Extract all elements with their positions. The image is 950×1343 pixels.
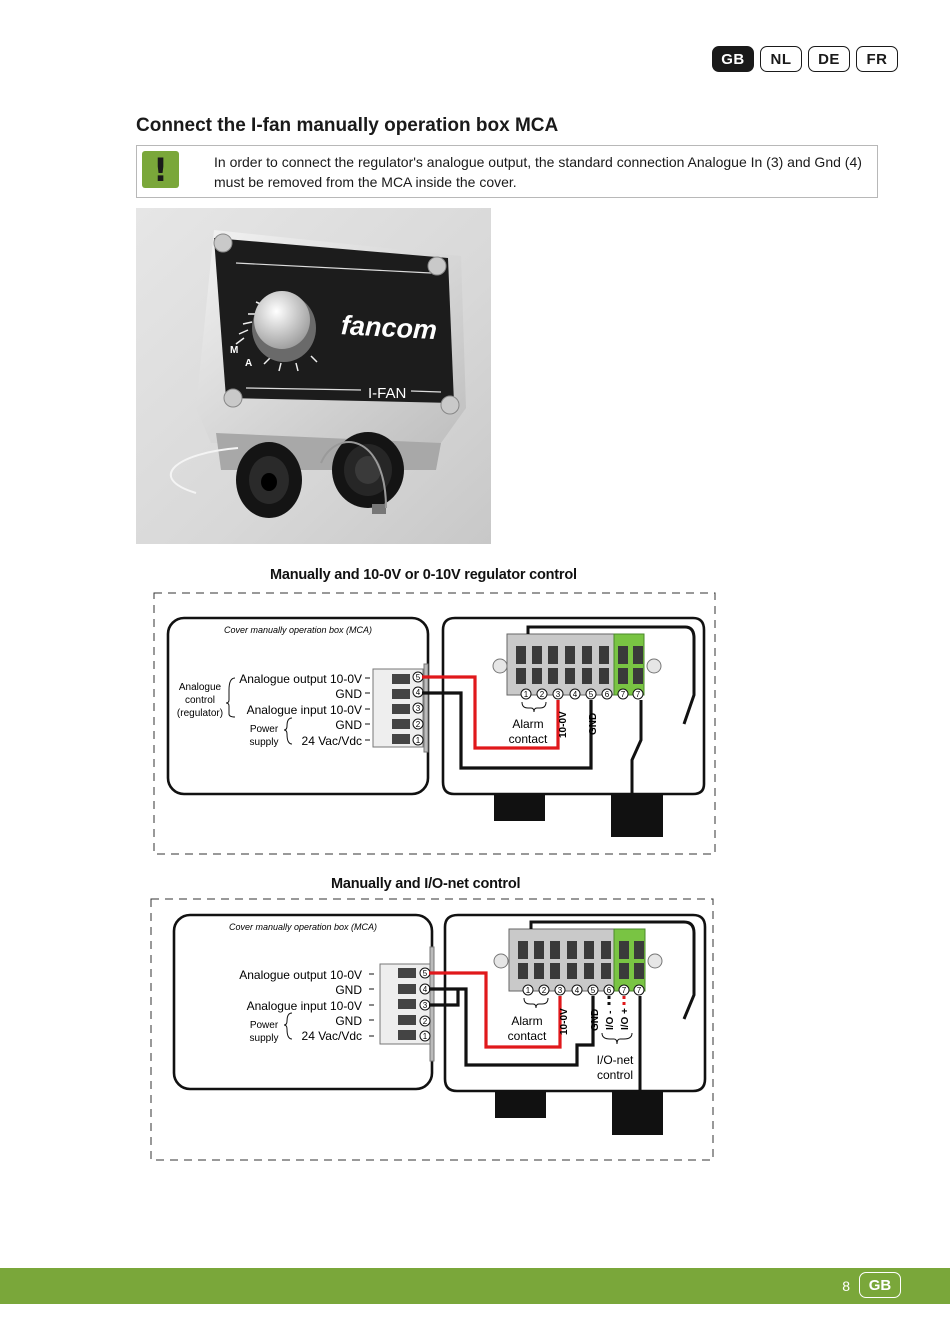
- terminal-number: 2: [423, 1017, 428, 1026]
- diagram2-title: Manually and I/O-net control: [331, 876, 521, 892]
- terminal-label: 24 Vac/Vdc: [302, 1029, 362, 1043]
- mca-terminal-block: 5 4 3 2 1: [379, 946, 435, 1062]
- terminal-label: Analogue input 10-0V: [247, 703, 362, 717]
- vertical-label: GND: [588, 713, 599, 735]
- block-number: 5: [589, 690, 594, 699]
- wiring-diagram-2: Cover manually operation box (MCA) 5 4 3…: [150, 898, 714, 1161]
- brand-logo: fancom: [340, 310, 437, 345]
- block-number: 7: [637, 986, 642, 995]
- terminal-label: 24 Vac/Vdc: [302, 734, 362, 748]
- terminal-number: 1: [423, 1032, 428, 1041]
- footer-language-badge: GB: [859, 1272, 901, 1298]
- cover-label: Cover manually operation box (MCA): [224, 625, 372, 635]
- group-label: control: [185, 695, 215, 706]
- block-number: 2: [542, 986, 547, 995]
- terminal-number: 3: [423, 1001, 428, 1010]
- warning-note: ! In order to connect the regulator's an…: [136, 145, 878, 198]
- vertical-label: GND: [590, 1009, 601, 1031]
- diagram1-title: Manually and 10-0V or 0-10V regulator co…: [270, 567, 577, 583]
- cover-label: Cover manually operation box (MCA): [229, 922, 377, 932]
- block-number: 6: [605, 690, 610, 699]
- alarm-label: Alarm: [511, 1014, 542, 1028]
- dial-knob: [254, 291, 310, 349]
- mca-terminal-block: 5 4 3 2 1: [372, 663, 429, 753]
- terminal-label: Analogue output 10-0V: [239, 672, 362, 686]
- group-label: (regulator): [177, 708, 223, 719]
- alarm-label: contact: [509, 732, 548, 746]
- wiring-diagram-1: Cover manually operation box (MCA) 5 4 3…: [153, 592, 716, 855]
- terminal-number: 2: [416, 720, 421, 729]
- group-label: Power: [250, 724, 279, 735]
- terminal-label: GND: [335, 983, 362, 997]
- product-photo: M A fancom I-FAN: [136, 208, 491, 544]
- block-number: 3: [556, 690, 561, 699]
- block-number: 4: [573, 690, 578, 699]
- terminal-number: 1: [416, 736, 421, 745]
- block-number: 7: [622, 986, 627, 995]
- lang-tab-nl[interactable]: NL: [760, 46, 802, 72]
- terminal-number: 5: [423, 969, 428, 978]
- model-label: I-FAN: [368, 385, 406, 402]
- lang-tab-de[interactable]: DE: [808, 46, 850, 72]
- exclamation-icon: !: [142, 151, 179, 189]
- terminal-number: 4: [416, 688, 421, 697]
- footer-bar: 8 GB: [0, 1268, 950, 1304]
- lang-tab-gb[interactable]: GB: [712, 46, 754, 72]
- group-label: supply: [250, 737, 279, 748]
- block-number: 5: [591, 986, 596, 995]
- ionet-label: I/O-net: [597, 1053, 634, 1067]
- warning-note-text: In order to connect the regulator's anal…: [214, 154, 862, 190]
- terminal-label: GND: [335, 718, 362, 732]
- group-label: Power: [250, 1020, 279, 1031]
- terminal-label: Analogue input 10-0V: [247, 999, 362, 1013]
- page-number: 8: [842, 1278, 850, 1294]
- vertical-label: I/O -: [605, 1011, 616, 1030]
- group-label: Analogue: [179, 682, 222, 693]
- block-number: 6: [607, 986, 612, 995]
- block-number: 1: [524, 690, 529, 699]
- terminal-number: 5: [416, 673, 421, 682]
- vertical-label: I/O +: [620, 1008, 631, 1030]
- block-number: 2: [540, 690, 545, 699]
- fan-terminal-strip: 1 2 3 4 5 6 7 7: [493, 928, 663, 996]
- page-title: Connect the I-fan manually operation box…: [136, 115, 559, 136]
- dial-label-a: A: [245, 358, 252, 369]
- block-number: 7: [636, 690, 641, 699]
- block-number: 7: [621, 690, 626, 699]
- terminal-label: Analogue output 10-0V: [239, 968, 362, 982]
- terminal-label: GND: [335, 687, 362, 701]
- block-number: 1: [526, 986, 531, 995]
- terminal-number: 4: [423, 985, 428, 994]
- block-number: 3: [558, 986, 563, 995]
- language-tabs: GB NL DE FR: [712, 46, 898, 72]
- dial-label-m: M: [230, 345, 238, 356]
- lang-tab-fr[interactable]: FR: [856, 46, 898, 72]
- terminal-number: 3: [416, 704, 421, 713]
- group-label: supply: [250, 1033, 279, 1044]
- fan-terminal-strip: 1 2 3 4 5 6 7 7: [492, 633, 662, 700]
- vertical-label: 10-0V: [559, 1008, 570, 1035]
- alarm-label: Alarm: [512, 717, 543, 731]
- ionet-label: control: [597, 1068, 633, 1082]
- alarm-label: contact: [508, 1029, 547, 1043]
- front-panel: [214, 238, 454, 403]
- terminal-label: GND: [335, 1014, 362, 1028]
- block-number: 4: [575, 986, 580, 995]
- vertical-label: 10-0V: [558, 711, 569, 738]
